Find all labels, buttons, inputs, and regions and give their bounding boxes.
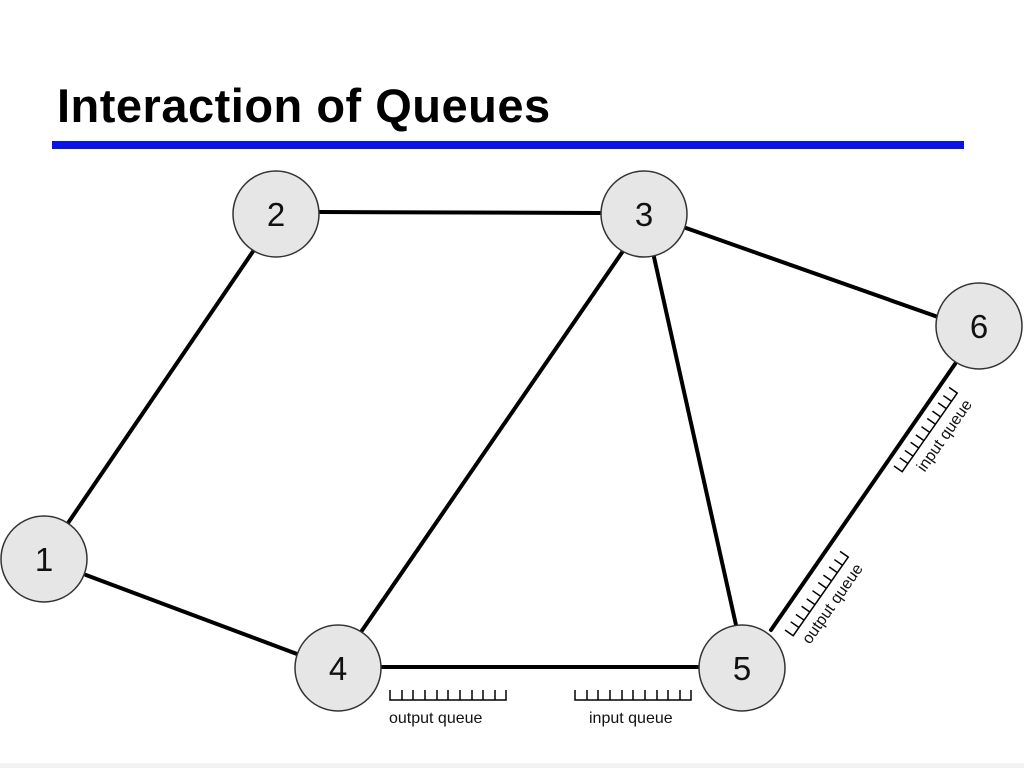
edge-3-4 [359, 249, 625, 634]
edge-1-2 [64, 245, 258, 528]
footer-rule [0, 763, 1024, 768]
title-underline [52, 141, 964, 149]
node-6: 6 [935, 282, 1023, 370]
edge-3-6 [684, 226, 940, 319]
node-label: 4 [329, 650, 347, 687]
edge-5-6 [769, 362, 957, 632]
edge-1-4 [84, 573, 299, 656]
queue-label: output queue [389, 710, 483, 727]
edges [64, 210, 957, 669]
edge-2-3 [318, 210, 603, 215]
node-4: 4 [294, 624, 382, 712]
nodes: 1 2 3 4 5 6 [0, 170, 1023, 712]
node-label: 6 [970, 308, 988, 345]
node-label: 3 [635, 196, 653, 233]
node-label: 2 [267, 196, 285, 233]
queue-5-6-output: output queue [784, 550, 867, 647]
slide-title: Interaction of Queues [57, 79, 551, 132]
node-1: 1 [0, 515, 88, 603]
queue-buffer [893, 386, 959, 473]
queue-buffer [574, 690, 692, 701]
queue-buffer [784, 550, 850, 637]
node-5: 5 [698, 624, 786, 712]
queue-label: input queue [589, 710, 673, 727]
node-3: 3 [600, 170, 688, 258]
queue-4-5-input: input queue [574, 690, 692, 727]
edge-3-5 [652, 255, 738, 627]
node-label: 1 [35, 541, 53, 578]
queue-4-5-output: output queue [389, 690, 507, 727]
node-label: 5 [733, 650, 751, 687]
queue-buffer [389, 690, 507, 701]
node-2: 2 [232, 170, 320, 258]
